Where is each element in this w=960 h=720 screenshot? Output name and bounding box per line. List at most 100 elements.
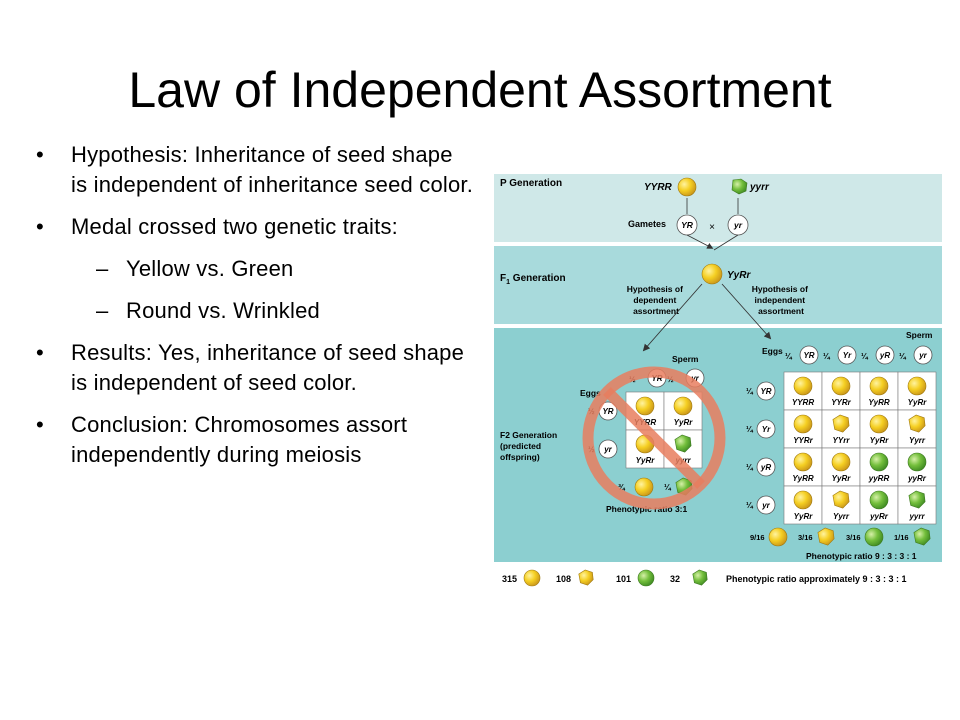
yellow-round-seed-icon (869, 414, 889, 434)
egg-gamete-label: YR (760, 387, 771, 396)
yellow-round-seed-icon (793, 490, 813, 510)
fraction-label: ¾ (618, 483, 626, 492)
fraction-label: 1/16 (894, 533, 909, 542)
gamete-circle (756, 495, 776, 515)
eggs-label: Eggs (580, 388, 601, 398)
fraction-label: 3/16 (798, 533, 813, 542)
sperm-gamete-label: Yr (843, 351, 852, 360)
fraction-label: 3/16 (846, 533, 861, 542)
slide-title: Law of Independent Assortment (128, 62, 832, 118)
punnett-genotype: YyRr (794, 512, 814, 521)
observed-count: 32 (670, 574, 680, 584)
punnett-genotype: YyRr (832, 474, 852, 483)
eggs-label: Eggs (762, 346, 783, 356)
punnett-genotype: yyRr (869, 512, 889, 521)
prohibition-slash-icon (603, 387, 705, 489)
yellow-wrinkled-seed-icon (817, 527, 835, 546)
fraction-label: ¼ (861, 352, 869, 361)
fraction-label: 9/16 (750, 533, 765, 542)
yellow-round-seed-icon (831, 376, 851, 396)
sperm-gamete-label: yR (879, 351, 890, 360)
fraction-label: ¼ (746, 425, 754, 434)
yellow-round-seed-icon (907, 376, 927, 396)
hypothesis-dependent-label: Hypothesis of dependent assortment (627, 284, 686, 316)
hypothesis-independent-label: Hypothesis of independent assortment (752, 284, 811, 316)
gamete-circle (756, 457, 776, 477)
yellow-round-seed-icon (673, 396, 693, 416)
sub-bullet-color: –Yellow vs. Green (34, 254, 474, 284)
punnett-genotype: YyRr (908, 398, 928, 407)
prohibition-circle-icon (582, 366, 726, 510)
yellow-wrinkled-seed-icon (832, 414, 850, 433)
yellow-round-seed-icon (701, 263, 723, 285)
egg-gamete-label: yr (761, 501, 770, 510)
dash-icon: – (96, 298, 109, 323)
yellow-round-seed-icon (634, 477, 654, 497)
sperm-gamete-label: YR (651, 374, 662, 383)
fraction-label: ¼ (899, 352, 907, 361)
dash-icon: – (96, 256, 109, 281)
observed-phenotypic-ratio: Phenotypic ratio approximately 9 : 3 : 3… (726, 574, 907, 584)
independent-phenotypic-ratio: Phenotypic ratio 9 : 3 : 3 : 1 (806, 551, 917, 561)
yellow-round-seed-icon (768, 527, 788, 547)
gamete2-label: yr (733, 220, 743, 230)
punnett-genotype: Yyrr (833, 512, 850, 521)
bullet-dot-icon: • (36, 214, 44, 239)
punnett-genotype: Yyrr (909, 436, 926, 445)
independent-arrow (721, 283, 772, 340)
sub-bullet-text: Round vs. Wrinkled (126, 298, 320, 323)
sub-bullet-shape: –Round vs. Wrinkled (34, 296, 474, 326)
sperm-label: Sperm (906, 330, 933, 340)
bullet-text: Hypothesis: Inheritance of seed shape is… (71, 142, 474, 197)
punnett-genotype: YyRr (870, 436, 890, 445)
observed-count: 108 (556, 574, 571, 584)
cross-symbol: × (709, 222, 715, 233)
sperm-gamete-label: YR (803, 351, 814, 360)
gamete-circle (598, 439, 618, 459)
bullet-list: • Hypothesis: Inheritance of seed shape i… (34, 140, 474, 482)
observed-band (494, 568, 942, 588)
punnett-genotype: YYRr (793, 436, 813, 445)
yellow-round-seed-icon (793, 452, 813, 472)
gamete-circle (913, 345, 933, 365)
yellow-wrinkled-seed-icon (908, 414, 926, 433)
bullet-text: Results: Yes, inheritance of seed shape … (71, 340, 465, 395)
egg-gamete-label: yr (603, 445, 612, 454)
observed-count: 315 (502, 574, 517, 584)
gametes-label: Gametes (628, 219, 666, 229)
green-wrinkled-seed-icon (674, 434, 692, 453)
bullet-text: Medal crossed two genetic traits: (71, 214, 398, 239)
bullet-text: Conclusion: Chromosomes assort independe… (71, 412, 408, 467)
punnett-genotype: YYrr (833, 436, 851, 445)
green-round-seed-icon (907, 452, 927, 472)
yellow-round-seed-icon (635, 396, 655, 416)
f1-genotype: YyRr (727, 270, 751, 281)
punnett-genotype: yyrr (908, 512, 925, 521)
green-wrinkled-seed-icon (731, 178, 748, 195)
yellow-round-seed-icon (869, 376, 889, 396)
f2-generation-label: F2 Generation (predicted offspring) (500, 430, 560, 462)
punnett-genotype: YYRR (792, 398, 814, 407)
fraction-label: ¼ (746, 387, 754, 396)
green-wrinkled-seed-icon (908, 490, 926, 509)
gamete-circle (875, 345, 895, 365)
punnett-genotype: yyRR (868, 474, 890, 483)
parent1-genotype: YYRR (644, 182, 673, 193)
green-round-seed-icon (637, 569, 655, 587)
punnett-genotype: YyRR (792, 474, 814, 483)
egg-gamete-label: yR (760, 463, 771, 472)
gamete-circle (837, 345, 857, 365)
punnett-genotype: YyRR (868, 398, 890, 407)
gamete-circle (799, 345, 819, 365)
egg-gamete-label: YR (602, 407, 613, 416)
bullet-crossed-traits: • Medal crossed two genetic traits: (34, 212, 474, 242)
yellow-wrinkled-seed-icon (578, 569, 594, 586)
p-generation-band (494, 174, 942, 242)
fraction-label: ¼ (823, 352, 831, 361)
gamete-circle (756, 381, 776, 401)
yellow-round-seed-icon (523, 569, 541, 587)
yellow-round-seed-icon (793, 414, 813, 434)
green-wrinkled-seed-icon (692, 569, 708, 586)
yellow-round-seed-icon (831, 452, 851, 472)
